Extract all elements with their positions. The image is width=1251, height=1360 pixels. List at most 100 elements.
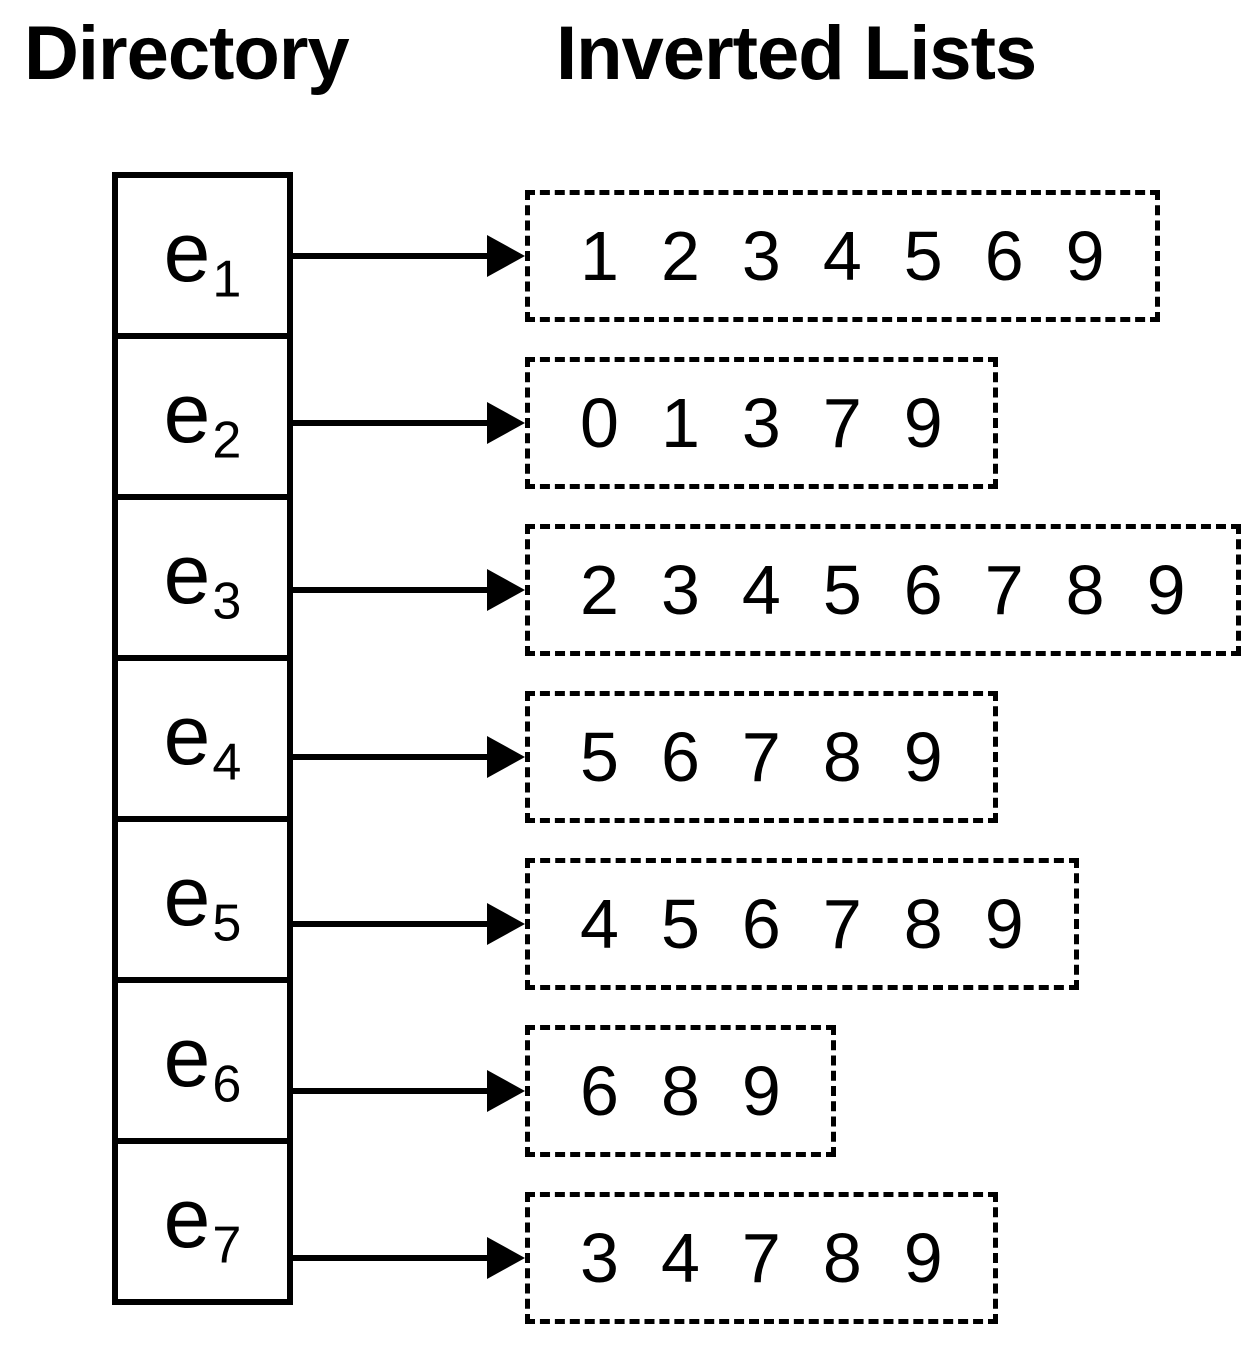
entry-symbol: e (163, 848, 211, 943)
list-value: 2 (580, 550, 619, 629)
entry-subscript: 5 (212, 894, 242, 953)
entry-symbol: e (163, 204, 211, 299)
entry-symbol: e (163, 1009, 211, 1104)
entry-subscript: 1 (212, 250, 242, 309)
entry-symbol: e (163, 365, 211, 460)
list-value: 6 (741, 884, 781, 963)
list-value: 3 (660, 550, 700, 629)
list-value: 4 (741, 550, 781, 629)
list-value: 3 (741, 216, 781, 295)
pointer-arrow-e6 (292, 1067, 525, 1115)
list-value: 9 (1146, 550, 1186, 629)
list-value: 8 (822, 1218, 862, 1297)
entry-symbol: e (163, 526, 211, 621)
list-value: 6 (903, 550, 943, 629)
pointer-arrow-e1 (292, 232, 525, 280)
list-value: 1 (580, 216, 619, 295)
pointer-arrow-e7 (292, 1234, 525, 1282)
arrow-line (292, 1254, 497, 1261)
list-value: 8 (903, 884, 943, 963)
arrow-head-icon (487, 401, 525, 444)
entry-subscript: 4 (212, 733, 242, 792)
arrow-line (292, 586, 497, 593)
list-value: 0 (580, 383, 619, 462)
list-value: 6 (984, 216, 1024, 295)
list-value: 5 (903, 216, 943, 295)
pointer-arrow-e2 (292, 399, 525, 447)
list-value: 8 (660, 1051, 700, 1130)
directory-title: Directory (24, 11, 350, 96)
arrow-line (292, 753, 497, 760)
arrow-head-icon (487, 902, 525, 945)
list-value: 9 (903, 717, 943, 796)
entry-symbol: e (163, 687, 211, 782)
list-value: 9 (984, 884, 1024, 963)
entry-subscript: 7 (212, 1216, 242, 1275)
list-value: 4 (580, 884, 619, 963)
list-value: 7 (741, 1218, 781, 1297)
list-value: 7 (822, 884, 862, 963)
arrow-line (292, 920, 497, 927)
list-value: 4 (660, 1218, 700, 1297)
arrow-head-icon (487, 1069, 525, 1112)
entry-subscript: 2 (212, 411, 242, 470)
list-value: 7 (984, 550, 1024, 629)
list-value: 9 (741, 1051, 781, 1130)
list-value: 6 (580, 1051, 619, 1130)
list-value: 7 (741, 717, 781, 796)
arrow-head-icon (487, 735, 525, 778)
arrow-line (292, 252, 497, 259)
entry-symbol: e (163, 1170, 211, 1265)
list-value: 1 (660, 383, 700, 462)
entry-subscript: 6 (212, 1055, 242, 1114)
entry-subscript: 3 (212, 572, 242, 631)
list-value: 8 (1065, 550, 1105, 629)
list-value: 7 (822, 383, 862, 462)
arrow-head-icon (487, 234, 525, 277)
arrow-head-icon (487, 1236, 525, 1279)
inverted-lists-title: Inverted Lists (556, 11, 1037, 96)
arrow-head-icon (487, 568, 525, 611)
list-value: 6 (660, 717, 700, 796)
pointer-arrow-e3 (292, 566, 525, 614)
arrow-line (292, 419, 497, 426)
list-value: 3 (580, 1218, 619, 1297)
list-value: 5 (822, 550, 862, 629)
list-value: 4 (822, 216, 862, 295)
list-value: 5 (580, 717, 619, 796)
arrow-line (292, 1087, 497, 1094)
list-value: 8 (822, 717, 862, 796)
list-value: 9 (903, 1218, 943, 1297)
pointer-arrow-e4 (292, 733, 525, 781)
list-value: 9 (1065, 216, 1105, 295)
list-value: 5 (660, 884, 700, 963)
list-value: 3 (741, 383, 781, 462)
pointer-arrow-e5 (292, 900, 525, 948)
